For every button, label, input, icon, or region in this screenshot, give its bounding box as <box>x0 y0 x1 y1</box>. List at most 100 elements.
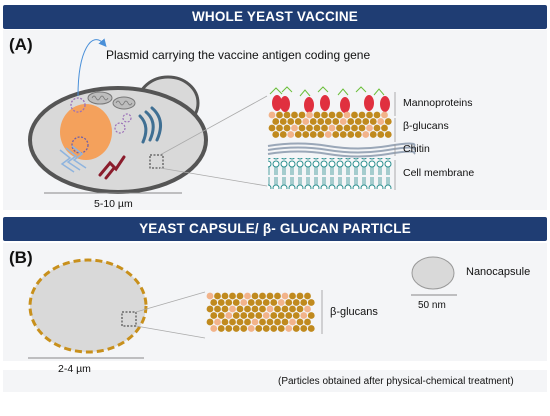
glucan-unit <box>377 131 385 138</box>
glucan-unit <box>292 299 300 306</box>
glucan-unit <box>289 318 296 326</box>
glucan-unit <box>270 325 278 332</box>
glucan-unit <box>210 299 218 306</box>
glucan-unit <box>251 305 259 313</box>
glucan-unit <box>283 124 291 132</box>
glucan-unit <box>336 111 343 119</box>
glucan-unit <box>240 312 248 319</box>
glucan-unit <box>247 312 255 319</box>
glucan-unit <box>377 118 385 125</box>
glucan-unit <box>225 325 233 332</box>
glucan-unit <box>366 111 373 119</box>
vacuole-structure <box>98 155 126 180</box>
glucan-unit <box>339 131 347 138</box>
glucan-unit <box>259 305 266 313</box>
glucan-unit <box>232 299 240 306</box>
nanocapsule-label: Nanocapsule <box>466 266 531 278</box>
zoom-region-b <box>121 311 137 327</box>
endoplasmic-reticulum <box>59 145 87 173</box>
mitochondrion <box>87 91 113 105</box>
glucan-unit <box>285 325 293 332</box>
glucan-unit <box>259 292 266 300</box>
glucan-unit <box>247 325 255 332</box>
zoom-region <box>149 154 164 169</box>
glucan-unit <box>214 305 221 313</box>
glucan-unit <box>283 111 291 119</box>
glucan-unit <box>296 292 304 300</box>
glucan-unit <box>291 124 298 132</box>
nucleus <box>60 104 112 160</box>
glucan-unit <box>232 325 240 332</box>
glucan-unit <box>236 292 244 300</box>
glucan-unit <box>289 292 296 300</box>
glucan-unit <box>221 305 229 313</box>
glucan-unit <box>221 292 229 300</box>
glucan-unit <box>274 305 281 313</box>
glucan-unit <box>324 118 332 125</box>
layer-label-mannoproteins: Mannoproteins <box>403 97 473 109</box>
glucan-unit <box>307 312 315 319</box>
cell-wall-layers <box>267 86 416 189</box>
glucan-unit <box>324 131 332 138</box>
glucan-unit <box>289 305 296 313</box>
glucan-unit <box>332 131 340 138</box>
glucan-unit <box>247 299 255 306</box>
glucan-unit <box>277 299 285 306</box>
glucan-unit <box>304 305 311 313</box>
glucan-unit <box>262 299 270 306</box>
glucan-unit <box>354 131 362 138</box>
layer-label-glucans: β-glucans <box>403 120 449 132</box>
zoom-line-b-top <box>135 291 206 313</box>
glucan-unit <box>217 312 225 319</box>
glucan-unit <box>292 325 300 332</box>
glucan-unit <box>255 299 263 306</box>
glucan-unit <box>309 118 317 125</box>
glucan-unit <box>268 111 276 119</box>
glucan-unit <box>287 118 295 125</box>
panel-b-title: YEAST CAPSULE/ β- GLUCAN PARTICLE <box>3 217 547 241</box>
glucan-unit <box>300 299 308 306</box>
mitochondrion <box>112 96 136 110</box>
glucan-unit <box>373 111 381 119</box>
glucan-unit <box>306 111 313 119</box>
glucan-unit <box>217 325 225 332</box>
glucan-unit <box>255 312 263 319</box>
membrane-layer <box>268 158 392 189</box>
glucan-unit <box>339 118 347 125</box>
yeast-capsule <box>28 258 148 354</box>
glucan-unit <box>281 305 289 313</box>
glucan-unit <box>279 131 287 138</box>
glucan-unit <box>277 312 285 319</box>
glucan-unit <box>307 325 315 332</box>
glucan-unit <box>336 124 343 132</box>
glucan-block-b <box>206 292 315 332</box>
glucan-unit <box>343 111 351 119</box>
glucan-layer <box>268 111 392 138</box>
plasmid-label: Plasmid carrying the vaccine antigen cod… <box>106 48 371 62</box>
glucan-unit <box>281 292 289 300</box>
golgi-apparatus <box>138 106 163 144</box>
glucan-unit <box>225 299 233 306</box>
glucan-unit <box>272 131 280 138</box>
glucan-unit <box>384 131 392 138</box>
glucan-unit <box>206 305 214 313</box>
glucan-unit <box>240 299 248 306</box>
glucan-unit <box>381 111 388 119</box>
glucan-unit <box>302 118 310 125</box>
glucan-unit <box>229 292 236 300</box>
glucan-unit <box>262 312 270 319</box>
layer-label-membrane: Cell membrane <box>403 167 475 179</box>
glucan-unit <box>313 111 321 119</box>
chitin-layer <box>267 142 416 158</box>
glucan-unit <box>347 131 355 138</box>
nanocapsule <box>411 256 455 290</box>
glucan-unit <box>328 124 336 132</box>
glucan-unit <box>277 325 285 332</box>
glucan-unit <box>270 299 278 306</box>
glucan-unit <box>354 118 362 125</box>
footnote-background <box>3 370 547 392</box>
glucan-unit <box>236 318 244 326</box>
glucan-unit <box>276 111 283 119</box>
glucan-unit <box>217 299 225 306</box>
glucan-unit <box>298 124 306 132</box>
